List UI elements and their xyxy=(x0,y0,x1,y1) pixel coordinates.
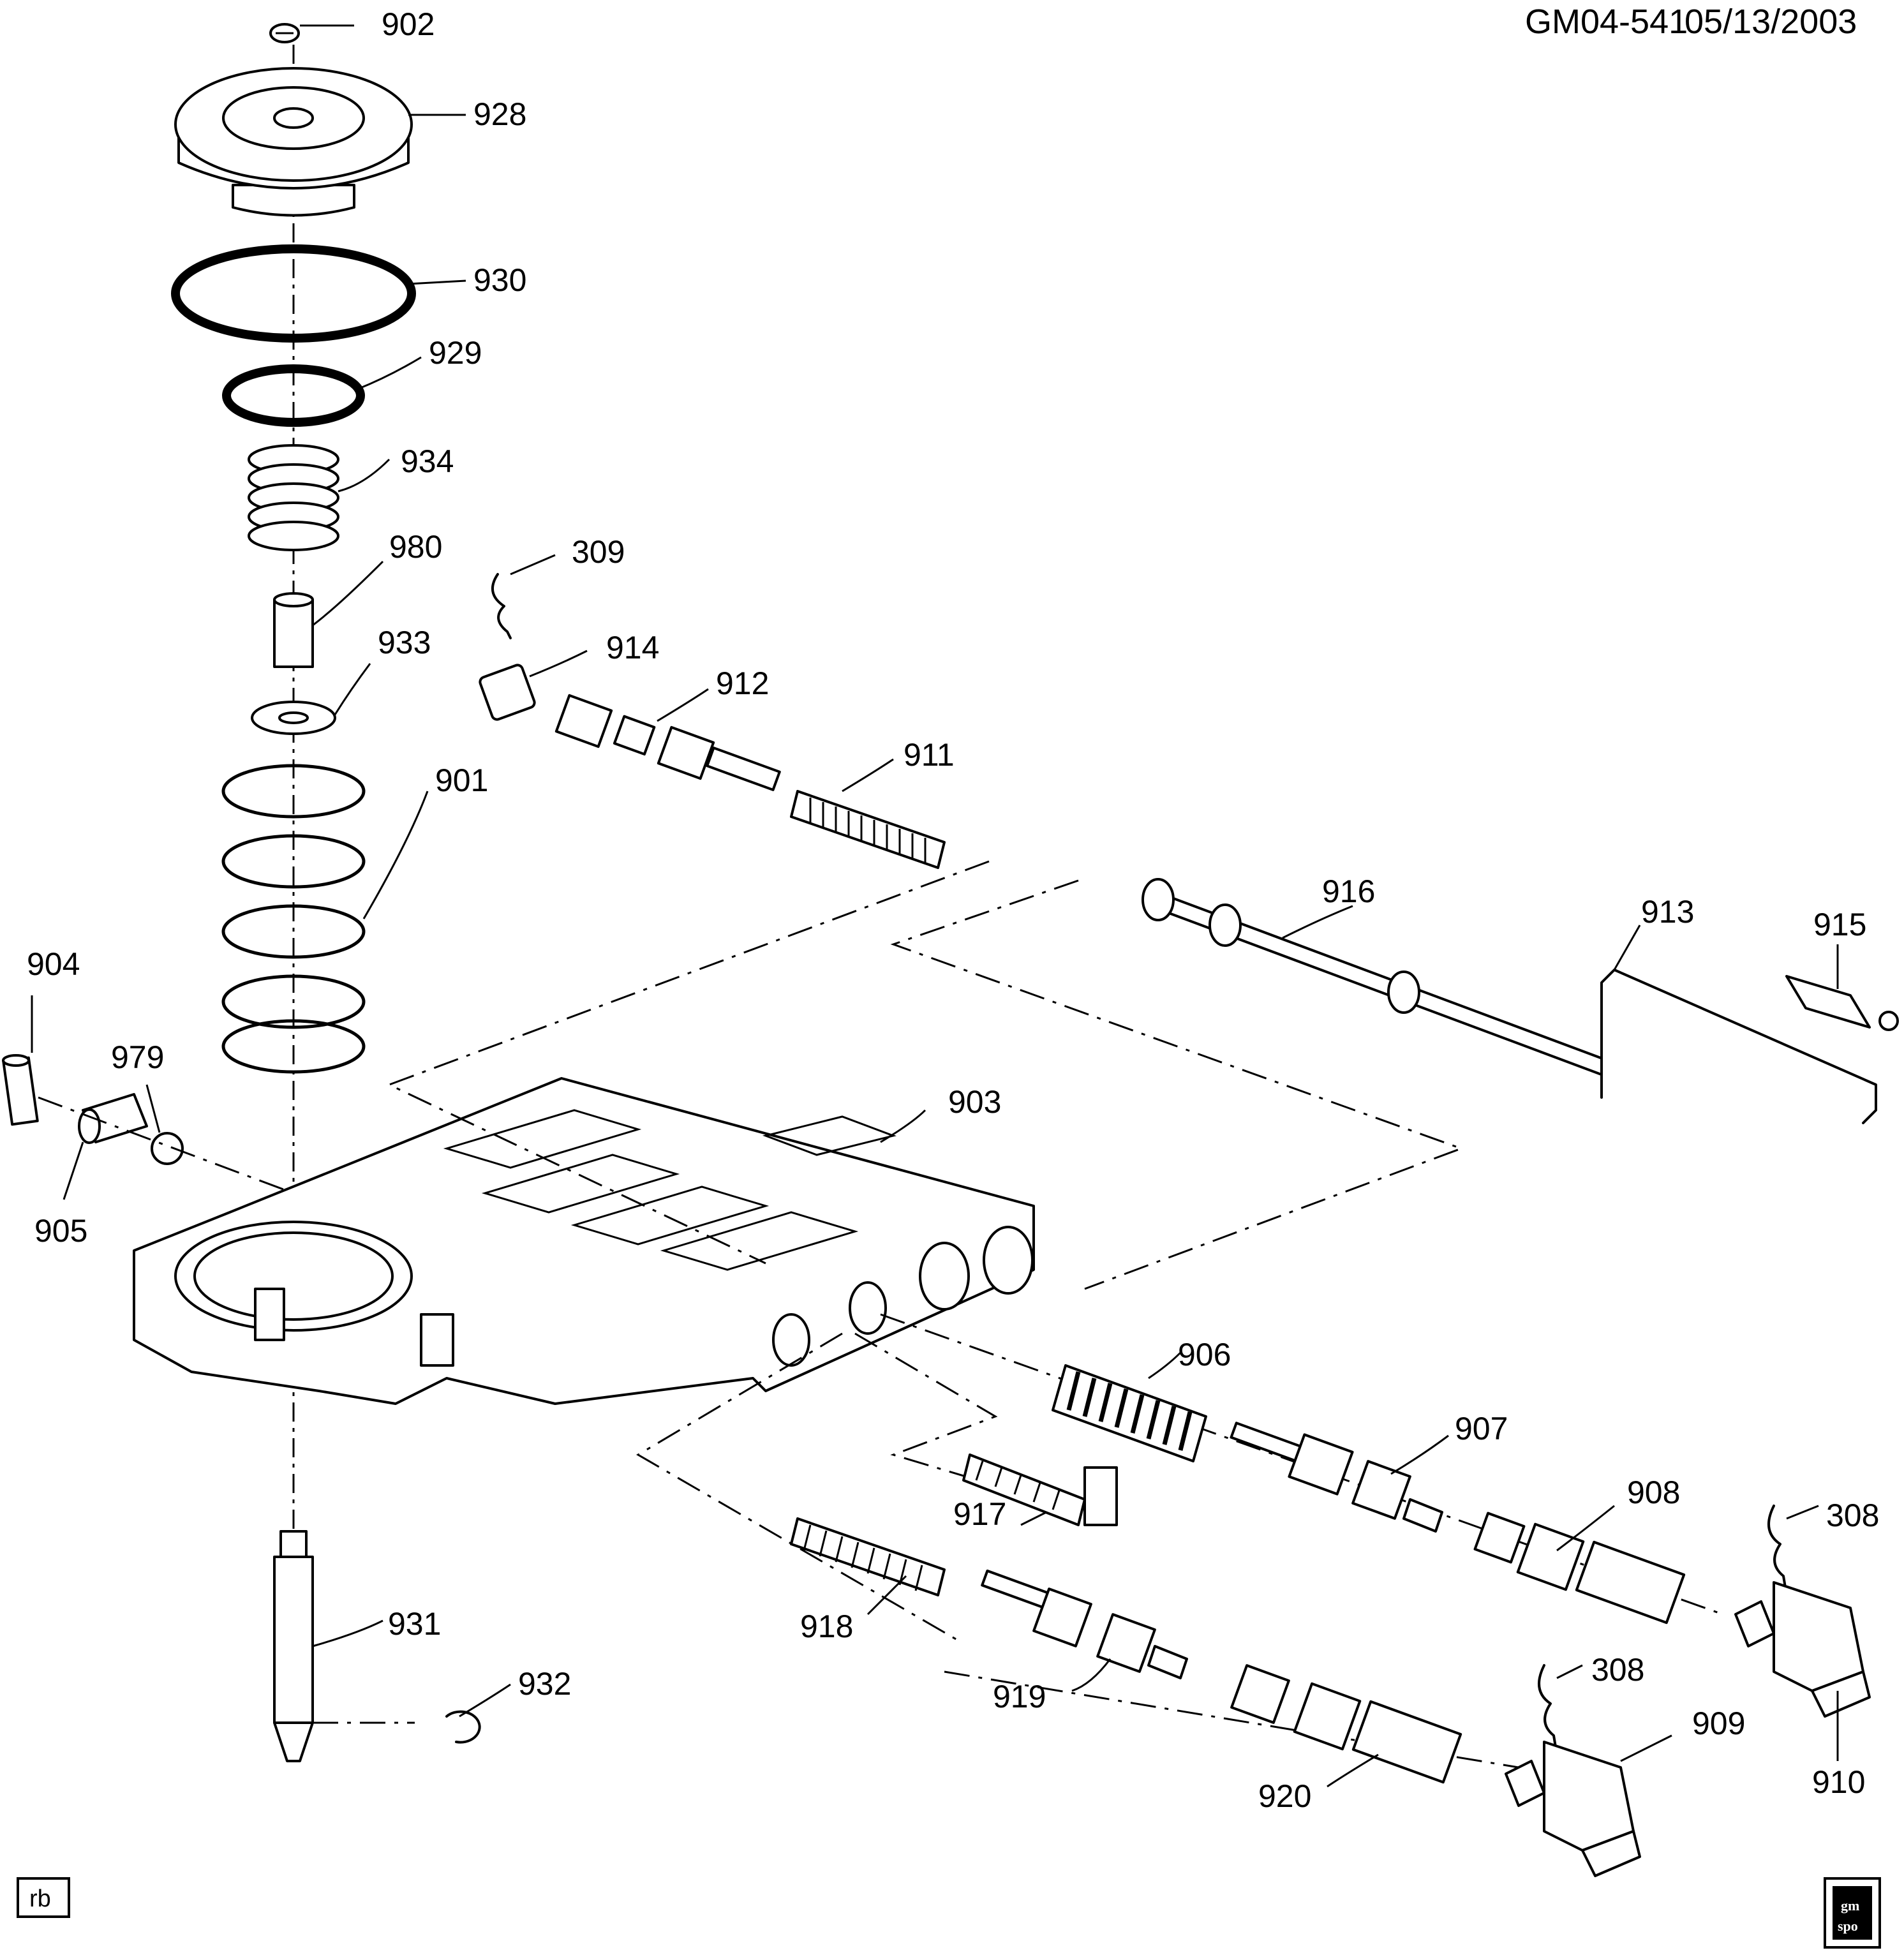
callout-907: 907 xyxy=(1455,1411,1508,1446)
svg-text:gm: gm xyxy=(1841,1898,1859,1914)
callout-909: 909 xyxy=(1692,1706,1745,1741)
callout-980: 980 xyxy=(389,529,442,565)
part-934-spring xyxy=(248,444,339,551)
part-308-clip-lower xyxy=(1538,1664,1558,1756)
part-932-clip xyxy=(445,1710,481,1744)
svg-text:spo: spo xyxy=(1838,1918,1858,1934)
part-917-filter xyxy=(962,1453,1118,1526)
part-915-detent xyxy=(1785,975,1899,1031)
diagram-code: GM04-541 xyxy=(1525,3,1688,41)
callout-911: 911 xyxy=(904,737,955,773)
part-920-valve xyxy=(1230,1664,1462,1784)
part-309-clip xyxy=(491,573,512,639)
callout-906: 906 xyxy=(1178,1337,1231,1372)
callout-902: 902 xyxy=(382,6,435,42)
callout-931: 931 xyxy=(388,1606,441,1642)
callout-915: 915 xyxy=(1813,907,1866,942)
callout-913: 913 xyxy=(1641,894,1694,930)
part-901-spring xyxy=(221,764,366,1074)
leader-lines xyxy=(31,24,1839,1788)
callout-929: 929 xyxy=(429,335,482,371)
part-913-link xyxy=(1600,969,1877,1124)
gm-spo-logo: gm spo xyxy=(1824,1877,1881,1949)
callout-905: 905 xyxy=(34,1213,87,1249)
callout-308-upper: 308 xyxy=(1826,1498,1879,1533)
svg-text:rb: rb xyxy=(29,1885,51,1912)
assembly-line-911 xyxy=(387,860,990,1265)
part-933-washer xyxy=(251,701,336,735)
part-907-valve xyxy=(1230,1422,1443,1533)
part-308-clip-upper xyxy=(1767,1505,1788,1596)
part-903-valve-body xyxy=(133,1077,1035,1405)
callout-928: 928 xyxy=(473,96,526,132)
callout-932: 932 xyxy=(518,1666,571,1702)
callout-901: 901 xyxy=(435,762,488,798)
callout-904: 904 xyxy=(27,946,80,982)
part-909-solenoid xyxy=(1505,1741,1641,1877)
callout-979: 979 xyxy=(111,1039,164,1075)
part-979-check-ball xyxy=(151,1132,184,1165)
part-914-plug xyxy=(479,664,536,721)
part-908-valve xyxy=(1473,1512,1686,1624)
part-919-valve xyxy=(981,1569,1188,1679)
part-928-accumulator-cover xyxy=(174,67,413,217)
callout-308-lower: 308 xyxy=(1591,1652,1644,1688)
callout-917: 917 xyxy=(953,1496,1006,1532)
assembly-line-917 xyxy=(854,1332,1022,1494)
callout-908: 908 xyxy=(1627,1475,1680,1510)
part-912-valve xyxy=(554,694,781,791)
assembly-line-918 xyxy=(636,1332,958,1641)
callout-labels: 902 928 930 929 934 980 933 901 904 979 … xyxy=(27,6,1879,1814)
callout-918: 918 xyxy=(800,1609,853,1644)
part-902-retainer-clip xyxy=(269,23,300,43)
callout-914: 914 xyxy=(606,630,659,665)
part-911-spring xyxy=(790,790,946,869)
part-916-shaft xyxy=(1142,878,1642,1087)
callout-919: 919 xyxy=(993,1679,1046,1714)
callout-934: 934 xyxy=(401,443,454,479)
diagram-date: 05/13/2003 xyxy=(1685,3,1857,41)
part-930-large-seal-ring xyxy=(171,244,416,343)
part-906-spring xyxy=(1052,1364,1207,1462)
part-905-sleeve xyxy=(78,1093,148,1144)
callout-910: 910 xyxy=(1812,1764,1865,1800)
callout-916: 916 xyxy=(1322,873,1375,909)
artist-tag: rb xyxy=(17,1877,70,1918)
callout-933: 933 xyxy=(378,625,431,660)
assembly-line-916 xyxy=(890,879,1464,1290)
part-904-pin xyxy=(2,1054,39,1126)
callout-920: 920 xyxy=(1258,1778,1311,1814)
callout-309: 309 xyxy=(572,534,625,570)
callout-903: 903 xyxy=(948,1084,1001,1120)
part-910-solenoid xyxy=(1734,1581,1871,1718)
callout-930: 930 xyxy=(473,262,526,298)
callout-912: 912 xyxy=(716,665,769,701)
part-980-sleeve xyxy=(273,592,314,668)
part-929-small-seal-ring xyxy=(222,364,365,427)
part-931-pin xyxy=(273,1530,314,1762)
